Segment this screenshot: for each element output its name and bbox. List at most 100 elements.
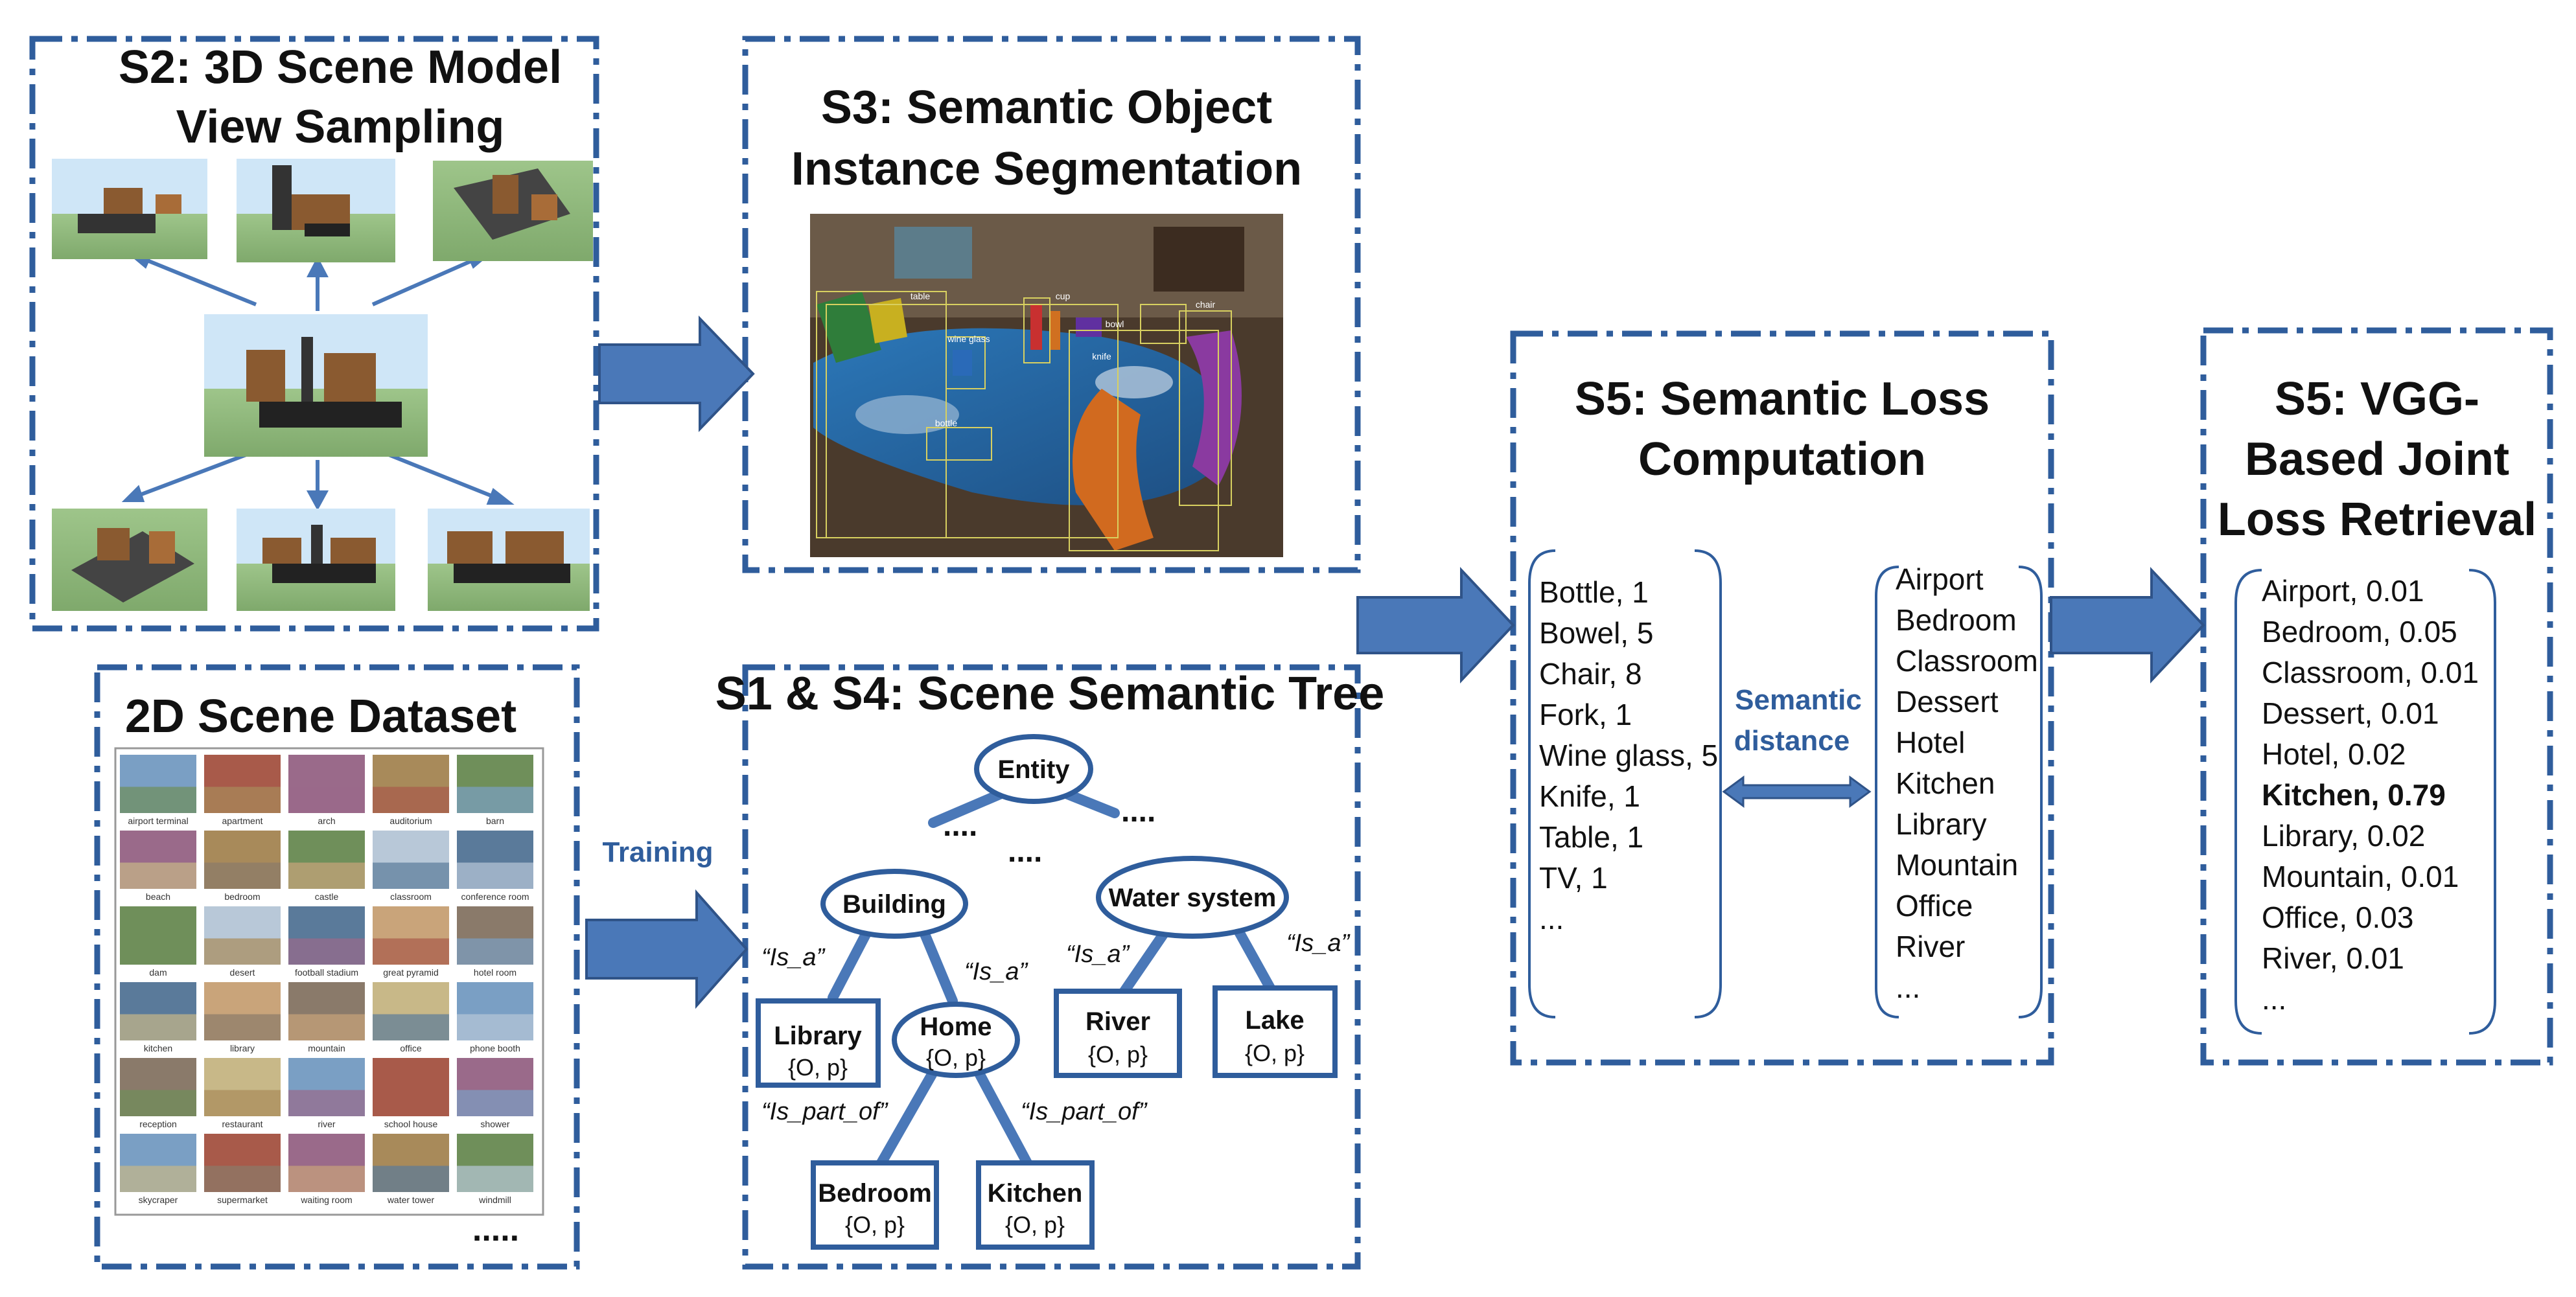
dataset-thumbnail-shade: [288, 938, 365, 965]
dataset-thumbnail-label: mountain: [308, 1043, 345, 1053]
object-item: Bowel, 5: [1539, 616, 1653, 650]
s5-vgg-title-line1: S5: VGG-: [2275, 373, 2479, 425]
scene-item: Airport: [1896, 562, 1984, 596]
scene-item: Dessert: [1896, 685, 1999, 718]
dataset-thumbnail-label: great pyramid: [383, 967, 439, 978]
dataset-thumbnail-label: conference room: [461, 891, 529, 902]
node-entity: Entity: [997, 755, 1070, 784]
result-item: River, 0.01: [2262, 941, 2404, 975]
dataset-thumbnail-shade: [373, 862, 449, 889]
dataset-thumbnail-label: river: [318, 1119, 336, 1129]
view-bottom-right: [428, 509, 590, 611]
node-water-system: Water system: [1109, 884, 1277, 912]
result-item-top: Kitchen, 0.79: [2262, 778, 2446, 812]
node-water-system-shape: [1096, 856, 1289, 939]
s3-title-line1: S3: Semantic Object: [821, 82, 1272, 133]
semantic-distance-line2: distance: [1734, 725, 1850, 757]
arrow-to-s5-loss: [1356, 566, 1515, 684]
dataset-thumbnail-shade: [457, 938, 533, 965]
dataset-thumbnail-shade: [373, 786, 449, 813]
dataset-thumbnail-shade: [120, 938, 196, 965]
node-river-attr: {O, p}: [1088, 1041, 1148, 1068]
dataset-thumbnail-label: office: [400, 1043, 421, 1053]
dataset-thumbnail-label: auditorium: [389, 816, 432, 826]
dataset-thumbnail-shade: [204, 938, 281, 965]
dataset-thumbnail-shade: [288, 786, 365, 813]
objects-bracket: [1528, 549, 1722, 1018]
result-item: Hotel, 0.02: [2262, 737, 2406, 771]
scene-item: River: [1896, 930, 1965, 963]
seg-label-knife: knife: [1092, 351, 1111, 362]
object-item: Table, 1: [1539, 820, 1643, 854]
rel-is-a-river: “Is_a”: [1066, 941, 1130, 968]
result-item: Airport, 0.01: [2262, 574, 2424, 608]
dataset-thumbnail-shade: [288, 1014, 365, 1040]
dataset-thumbnail-shade: [120, 862, 196, 889]
object-count-list: Bottle, 1 Bowel, 5 Chair, 8 Fork, 1 Wine…: [1539, 575, 1718, 935]
dataset-thumbnail-shade: [373, 1165, 449, 1192]
node-lake-shape: [1213, 985, 1338, 1078]
training-label: Training: [602, 836, 713, 868]
dataset-thumbnail-shade: [204, 862, 281, 889]
tree-title: S1 & S4: Scene Semantic Tree: [715, 668, 1385, 720]
dataset-thumbnail-shade: [457, 1014, 533, 1040]
s5-loss-title-line2: Computation: [1638, 433, 1926, 485]
object-item: Bottle, 1: [1539, 575, 1649, 609]
arrow-s5-to-vgg: [2050, 566, 2205, 684]
semantic-distance-line1: Semantic: [1735, 684, 1862, 716]
view-bottom-center: [237, 509, 395, 611]
retrieval-results-list: Airport, 0.01 Bedroom, 0.05 Classroom, 0…: [2262, 574, 2479, 1016]
view-top-left: [52, 159, 207, 259]
object-item: Fork, 1: [1539, 698, 1632, 731]
seg-label-table: table: [911, 291, 931, 301]
dataset-thumbnail-label: phone booth: [470, 1043, 520, 1053]
node-home-attr: {O, p}: [926, 1044, 986, 1071]
node-kitchen: Kitchen: [988, 1179, 1083, 1208]
dataset-thumbnail-label: football stadium: [295, 967, 358, 978]
dataset-thumbnail-shade: [457, 862, 533, 889]
object-item: Chair, 8: [1539, 657, 1642, 691]
node-building: Building: [842, 890, 946, 919]
seg-label-wine-glass: wine glass: [947, 334, 990, 344]
tree-nodes: [756, 734, 1338, 1250]
node-bedroom: Bedroom: [818, 1179, 932, 1208]
dataset-thumbnail-shade: [204, 786, 281, 813]
node-entity-shape: [974, 734, 1093, 804]
node-bedroom-shape: [811, 1160, 939, 1250]
tree-dots-middle: ....: [1008, 834, 1042, 869]
node-kitchen-shape: [976, 1160, 1095, 1250]
panel-s5-loss-frame: [1510, 330, 2054, 1066]
panel-s3-frame: [742, 36, 1361, 573]
scene-item: Classroom: [1896, 644, 2038, 678]
rel-is-a-library: “Is_a”: [761, 944, 826, 971]
s2-view-thumbnails: [52, 159, 593, 611]
tree-dots-left: ....: [943, 809, 977, 843]
scene-item: Office: [1896, 889, 1973, 923]
dataset-thumbnail-shade: [288, 1165, 365, 1192]
view-top-right: [433, 161, 593, 261]
scene-item: Mountain: [1896, 848, 2018, 882]
seg-label-bottle: bottle: [935, 418, 957, 428]
dataset-thumbnail-label: skycraper: [139, 1195, 178, 1205]
node-library-attr: {O, p}: [788, 1054, 848, 1081]
scene-item: Kitchen: [1896, 766, 1995, 800]
seg-label-cup: cup: [1056, 291, 1071, 301]
dataset-ellipsis: .....: [472, 1211, 519, 1248]
dataset-thumbnail-shade: [373, 938, 449, 965]
dataset-thumbnail-label: dam: [149, 967, 167, 978]
arrow-s2-to-s3: [598, 316, 755, 432]
rel-is-part-of-bedroom: “Is_part_of”: [761, 1098, 889, 1125]
node-library-shape: [756, 998, 881, 1088]
node-building-shape: [820, 869, 968, 939]
dataset-thumbnail-label: school house: [384, 1119, 438, 1129]
dataset-thumbnail-shade: [204, 1165, 281, 1192]
dataset-thumbnail-shade: [120, 1165, 196, 1192]
node-lake-attr: {O, p}: [1245, 1040, 1305, 1066]
panel-dataset-frame: [94, 664, 580, 1270]
view-center: [204, 314, 428, 457]
dataset-thumbnail-label: waiting room: [300, 1195, 352, 1205]
dataset-thumbnail-label: barn: [486, 816, 504, 826]
semantic-distance-arrow: [1722, 775, 1872, 808]
dataset-thumbnail-label: bedroom: [224, 891, 260, 902]
